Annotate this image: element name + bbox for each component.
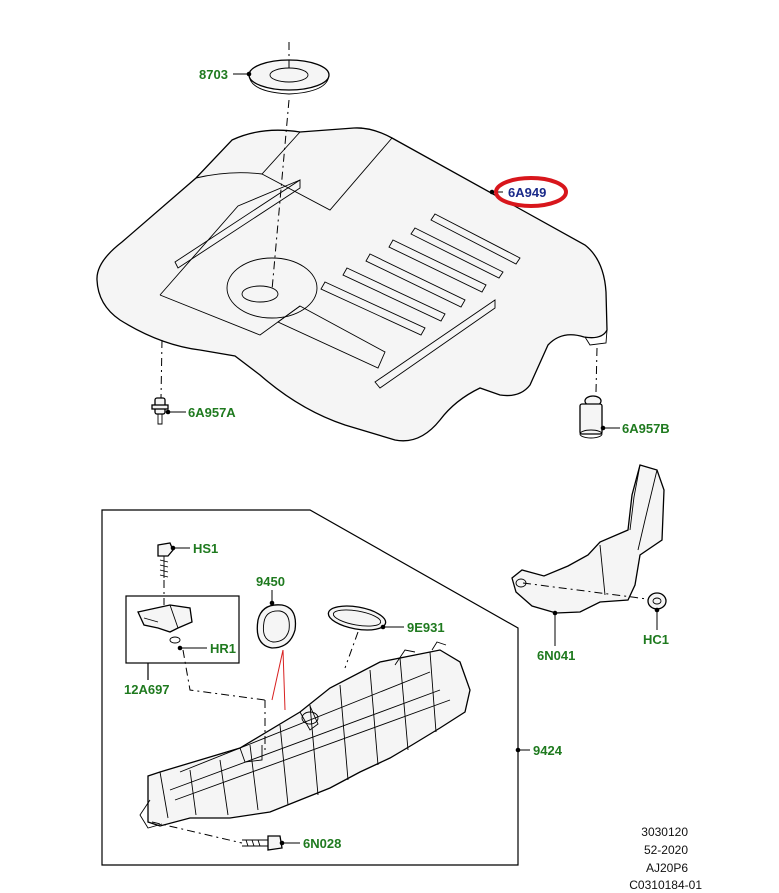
ref-line-4: C0310184-01 xyxy=(629,878,702,892)
bolt-6N028 xyxy=(242,835,283,851)
label-6A957A: 6A957A xyxy=(188,405,236,420)
leaders xyxy=(165,71,660,846)
ref-line-3: AJ20P6 xyxy=(646,861,688,875)
clip-HC1 xyxy=(647,592,667,610)
seal-9E931 xyxy=(327,605,387,631)
label-HS1: HS1 xyxy=(193,541,218,556)
label-12A697: 12A697 xyxy=(124,682,170,697)
label-6A957B: 6A957B xyxy=(622,421,670,436)
label-HC1: HC1 xyxy=(643,632,669,647)
gasket-9450 xyxy=(256,604,297,649)
bracket-6N041 xyxy=(511,464,665,614)
sensor xyxy=(137,604,193,644)
engine-cover-6A949 xyxy=(96,127,608,442)
label-6N041: 6N041 xyxy=(537,648,575,663)
label-9450: 9450 xyxy=(256,574,285,589)
fastener-6A957B xyxy=(579,395,603,439)
label-8703: 8703 xyxy=(199,67,228,82)
bolt-HS1 xyxy=(157,542,174,578)
label-9E931: 9E931 xyxy=(407,620,445,635)
label-9424: 9424 xyxy=(533,743,563,758)
ref-line-1: 3030120 xyxy=(641,825,688,839)
ref-line-2: 52-2020 xyxy=(644,843,688,857)
group-outline xyxy=(101,509,519,866)
label-6A949: 6A949 xyxy=(508,185,546,200)
fastener-6A957A xyxy=(151,397,169,425)
sensor-subgroup-box xyxy=(125,595,240,664)
highlight-ring xyxy=(494,176,568,208)
label-6N028: 6N028 xyxy=(303,836,341,851)
intake-manifold-9424 xyxy=(139,641,471,829)
label-HR1: HR1 xyxy=(210,641,236,656)
